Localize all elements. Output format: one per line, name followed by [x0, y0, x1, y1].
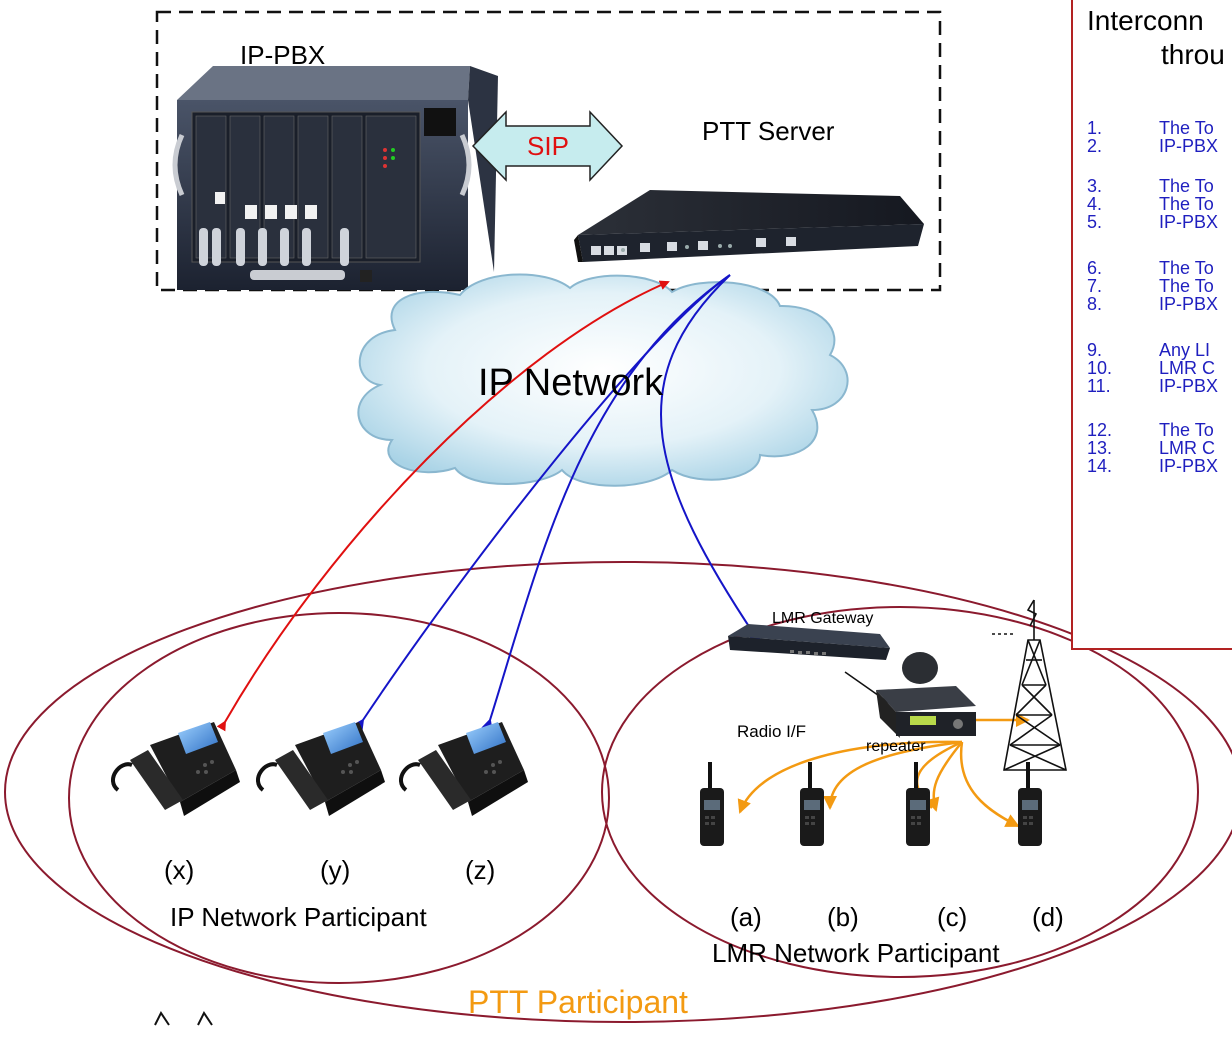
ip-pbx-chassis-icon	[172, 66, 498, 290]
ip-phone-z-icon	[399, 722, 528, 816]
step-item: 8.IP-PBX	[1087, 294, 1219, 314]
radio-a-label: (a)	[730, 902, 762, 932]
blue-link-gateway	[660, 274, 762, 645]
ip-pbx-label: IP-PBX	[240, 40, 326, 70]
radio-d-label: (d)	[1032, 902, 1064, 932]
ip-phone-y-icon	[256, 722, 385, 816]
radio-tower-icon	[992, 599, 1067, 771]
steps-panel-title: Interconn throu	[1087, 4, 1225, 72]
sip-double-arrow	[471, 110, 624, 182]
steps-title-line1: Interconn	[1087, 5, 1204, 36]
step-item: 6.The To	[1087, 258, 1214, 278]
handheld-radio-b-icon	[800, 762, 824, 846]
lmr-gateway-label: LMR Gateway	[772, 610, 874, 627]
handheld-radio-c-icon	[906, 762, 930, 846]
blue-link-z	[481, 274, 731, 732]
steps-panel: Interconn throu 1.The To 2.IP-PBX 3.The …	[1071, 0, 1232, 650]
step-item: 9.Any LI	[1087, 340, 1211, 360]
handheld-radio-a-icon	[700, 762, 724, 846]
phone-y-label: (y)	[320, 855, 351, 885]
ptt-server-label: PTT Server	[702, 116, 835, 146]
step-item: 13.LMR C	[1087, 438, 1216, 458]
phone-x-label: (x)	[164, 855, 195, 885]
sip-label: SIP	[527, 131, 569, 161]
handheld-radio-d-icon	[1018, 762, 1042, 846]
orange-link-d	[959, 741, 1020, 828]
step-item: 2.IP-PBX	[1087, 136, 1219, 156]
step-item: 14.IP-PBX	[1087, 456, 1219, 476]
orange-link-a	[737, 740, 963, 814]
lmr-gateway-icon	[728, 624, 890, 660]
red-link	[216, 280, 670, 732]
step-item: 12.The To	[1087, 420, 1214, 440]
steps-title-line2: throu	[1161, 39, 1225, 70]
step-item: 10.LMR C	[1087, 358, 1216, 378]
repeater-radio-icon	[876, 652, 976, 738]
radio-if-label: Radio I/F	[737, 722, 806, 741]
ptt-server-icon	[574, 190, 924, 262]
step-item: 7.The To	[1087, 276, 1214, 296]
ip-phone-x-icon	[111, 722, 240, 816]
lmr-participant-ellipse	[601, 606, 1199, 978]
corner-sketch-marks	[154, 1011, 213, 1026]
blue-link-y	[352, 274, 731, 732]
step-item: 3.The To	[1087, 176, 1214, 196]
phone-z-label: (z)	[465, 855, 496, 885]
ip-participant-label: IP Network Participant	[170, 902, 427, 932]
repeater-label: repeater	[866, 738, 926, 755]
orange-link-b	[823, 740, 963, 810]
lmr-participant-label: LMR Network Participant	[712, 938, 1000, 968]
radio-b-label: (b)	[827, 902, 859, 932]
step-item: 4.The To	[1087, 194, 1214, 214]
step-item: 1.The To	[1087, 118, 1214, 138]
step-item: 11.IP-PBX	[1087, 376, 1219, 396]
ip-network-label: IP Network	[478, 362, 664, 404]
step-item: 5.IP-PBX	[1087, 212, 1219, 232]
radio-c-label: (c)	[937, 902, 968, 932]
ptt-participant-label: PTT Participant	[468, 984, 688, 1020]
orange-link-c	[925, 741, 963, 812]
